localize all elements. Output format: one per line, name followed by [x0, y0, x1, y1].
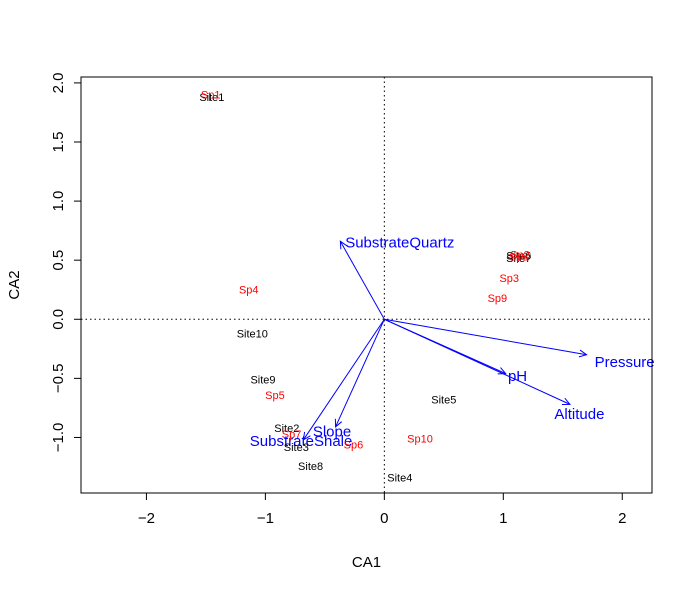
y-axis: −1.0 −0.5 0.0 0.5 1.0 1.5 2.0: [50, 72, 82, 453]
site-label-site10: Site10: [237, 328, 268, 340]
env-label-slope: Slope: [313, 424, 351, 441]
y-tick-label: 1.5: [50, 132, 67, 153]
env-arrowhead: [334, 418, 343, 428]
species-label-sp10: Sp10: [407, 434, 433, 446]
species-label-sp9: Sp9: [488, 293, 508, 305]
site-label-site1: Site1: [199, 92, 224, 104]
env-label-pressure: Pressure: [595, 354, 655, 371]
y-tick-label: 0.0: [50, 309, 67, 330]
y-axis-title: CA2: [6, 270, 23, 299]
env-arrowhead: [497, 367, 507, 375]
env-arrowhead: [578, 349, 588, 358]
env-arrowhead: [302, 431, 311, 441]
site-label-site5: Site5: [431, 395, 456, 407]
env-arrow-pressure: [384, 318, 587, 356]
site-label-site4: Site4: [387, 473, 412, 485]
x-axis: −2 −1 0 1 2: [138, 492, 626, 527]
env-label-ph: pH: [508, 368, 527, 385]
y-tick-label: 1.0: [50, 191, 67, 212]
site-label-site6: Site6: [506, 250, 531, 262]
y-tick-label: 2.0: [50, 72, 67, 93]
reference-lines: [81, 77, 652, 493]
site-label-site3: Site3: [284, 442, 309, 454]
species-label-sp3: Sp3: [499, 273, 519, 285]
site-label-site7: Site7: [506, 253, 531, 265]
species-label-sp4: Sp4: [239, 285, 259, 297]
env-arrow-substrateshale: [303, 318, 385, 441]
species-label-sp8: Sp8: [509, 252, 529, 264]
env-arrow-substratequartz: [339, 241, 385, 320]
species-label-sp2: Sp2: [510, 249, 530, 261]
x-tick-label: 1: [499, 510, 507, 527]
x-axis-title: CA1: [352, 554, 381, 571]
env-arrow-altitude: [384, 318, 571, 405]
x-tick-label: 0: [380, 510, 388, 527]
y-tick-label: −1.0: [50, 423, 67, 453]
species-label-sp7: Sp7: [282, 429, 302, 441]
x-tick-label: −2: [138, 510, 155, 527]
env-arrow-slope: [335, 319, 385, 428]
env-label-substrateshale: SubstrateShale: [250, 433, 353, 450]
y-tick-label: −0.5: [50, 364, 67, 394]
species-label-sp1: Sp1: [201, 90, 221, 102]
env-label-altitude: Altitude: [554, 406, 604, 423]
env-arrowhead: [561, 397, 571, 406]
x-tick-label: −1: [257, 510, 274, 527]
species-label-sp5: Sp5: [265, 390, 285, 402]
y-tick-label: 0.5: [50, 250, 67, 271]
site-label-site2: Site2: [274, 423, 299, 435]
site-label-site8: Site8: [298, 461, 323, 473]
site-label-site9: Site9: [250, 375, 275, 387]
x-tick-label: 2: [618, 510, 626, 527]
env-label-substratequartz: SubstrateQuartz: [345, 234, 454, 251]
species-label-sp6: Sp6: [344, 440, 364, 452]
env-arrowhead: [339, 240, 348, 250]
